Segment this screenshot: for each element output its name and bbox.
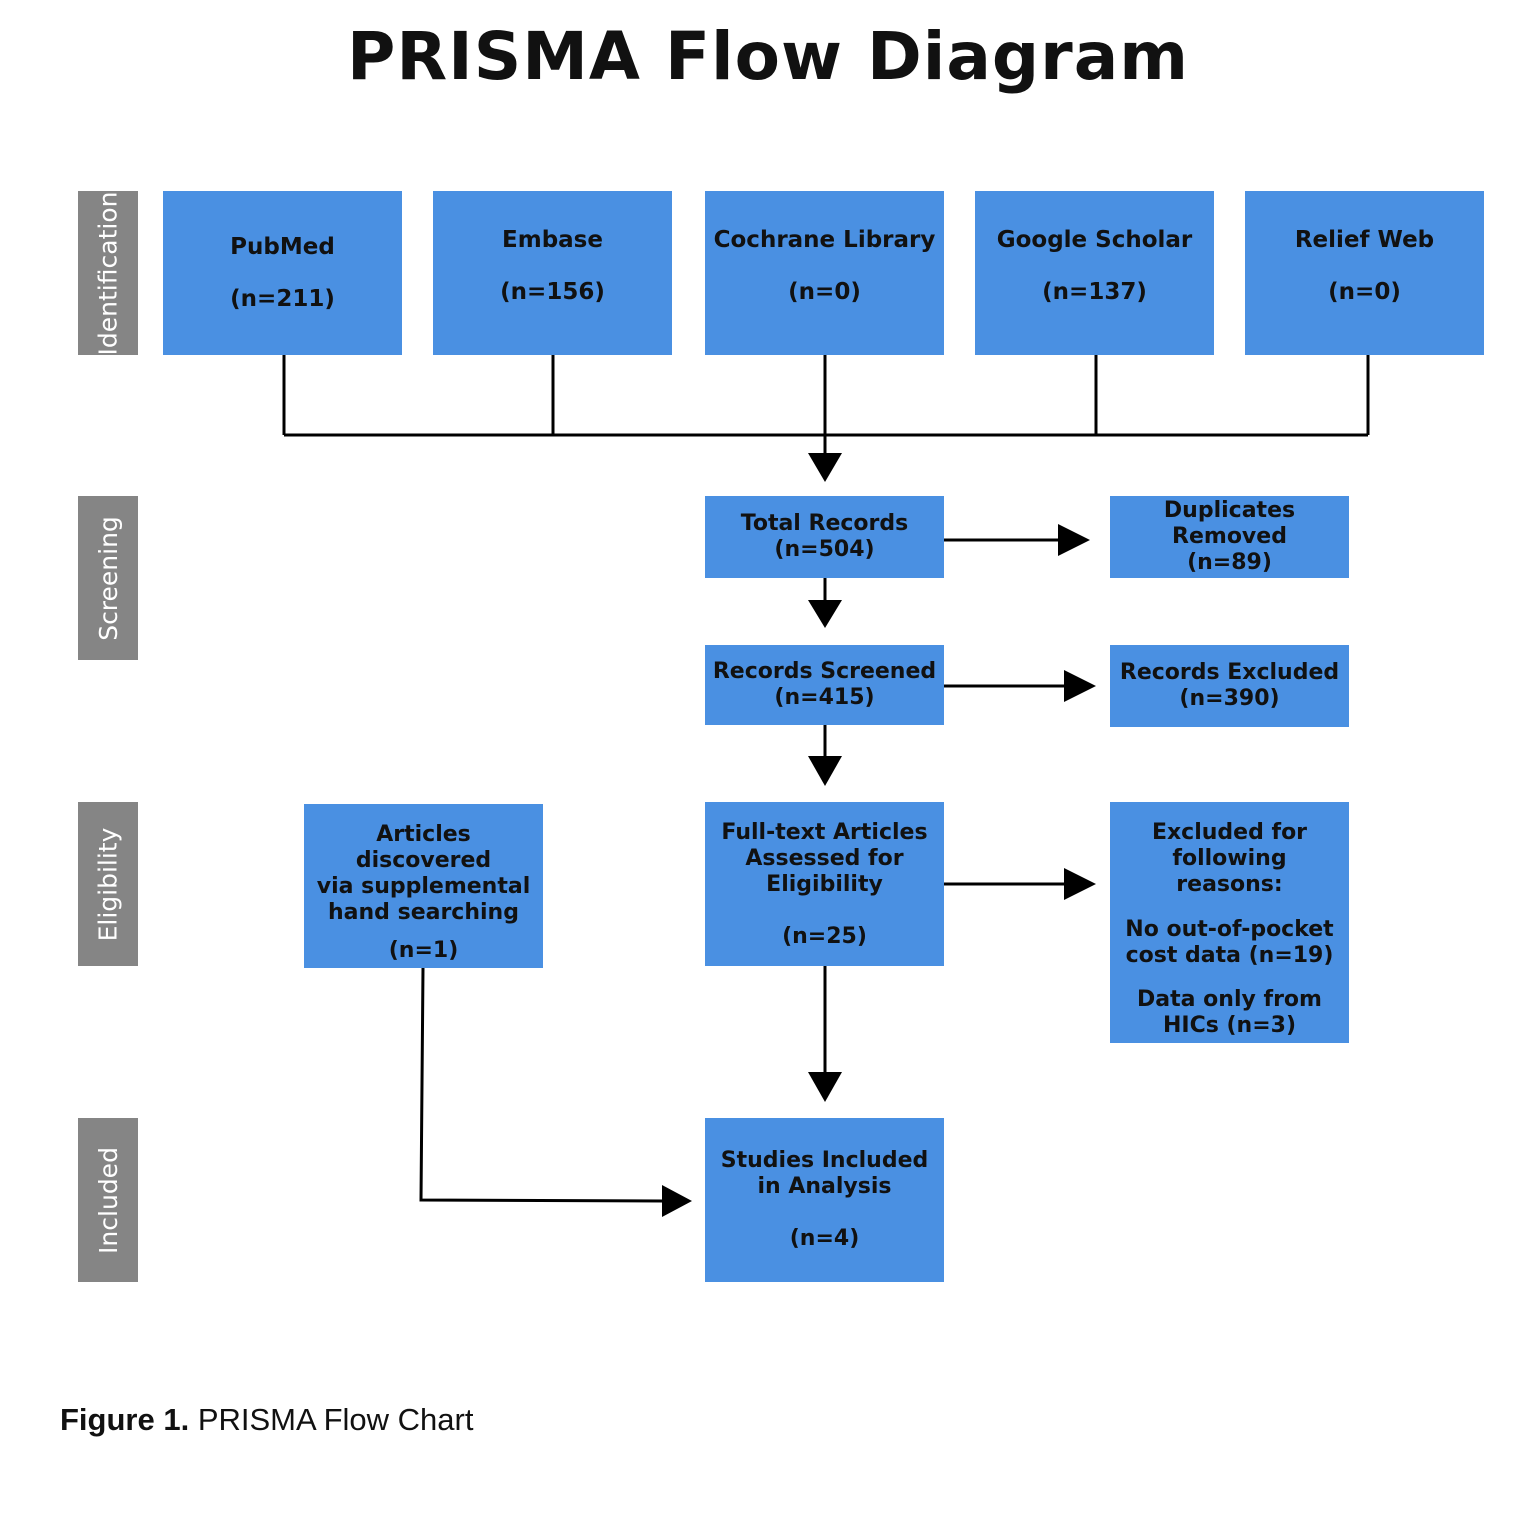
source-name: Google Scholar (996, 227, 1193, 253)
supplemental-count: (n=1) (388, 938, 459, 963)
source-name: PubMed (230, 234, 335, 260)
records-screened-count: (n=415) (774, 685, 875, 710)
source-box-cochrane-library: Cochrane Library (n=0) (705, 191, 944, 355)
reason1-line2: cost data (n=19) (1125, 942, 1334, 968)
full-text-assessed-box: Full-text Articles Assessed for Eligibil… (705, 802, 944, 966)
included-line1: Studies Included (720, 1148, 929, 1173)
full-text-line2: Assessed for (745, 846, 904, 871)
source-count: (n=137) (1042, 279, 1147, 305)
reason1-line1: No out-of-pocket (1125, 916, 1334, 942)
source-name: Embase (502, 227, 603, 253)
source-box-google-scholar: Google Scholar (n=137) (975, 191, 1214, 355)
included-count: (n=4) (789, 1226, 860, 1251)
duplicates-label-line1: Duplicates (1163, 498, 1296, 523)
records-screened-label: Records Screened (712, 659, 937, 684)
studies-included-box: Studies Included in Analysis (n=4) (705, 1118, 944, 1282)
stage-eligibility: Eligibility (78, 802, 138, 966)
arrowhead (662, 1185, 692, 1217)
source-count: (n=211) (230, 286, 335, 312)
records-excluded-count: (n=390) (1179, 686, 1280, 711)
records-excluded-label: Records Excluded (1119, 660, 1340, 685)
source-box-pubmed: PubMed (n=211) (163, 191, 402, 355)
supplemental-line2: via supplemental (316, 874, 531, 899)
arrowhead (1058, 524, 1090, 556)
caption-text: PRISMA Flow Chart (189, 1402, 474, 1437)
arrowhead (1064, 670, 1096, 702)
stage-identification: Identification (78, 191, 138, 355)
source-box-embase: Embase (n=156) (433, 191, 672, 355)
source-box-relief-web: Relief Web (n=0) (1245, 191, 1484, 355)
arrowhead (1064, 868, 1096, 900)
total-records-label: Total Records (740, 511, 909, 536)
duplicates-label-line2: Removed (1172, 524, 1287, 549)
supplemental-line1: Articles discovered (355, 822, 492, 873)
source-count: (n=156) (500, 279, 605, 305)
included-line2: in Analysis (757, 1174, 892, 1199)
supplemental-search-box: Articles discovered via supplemental han… (304, 804, 543, 968)
stage-screening: Screening (78, 496, 138, 660)
arrowhead (808, 1072, 842, 1102)
stage-included: Included (78, 1118, 138, 1282)
connector-line (419, 967, 665, 1203)
caption-label: Figure 1. (60, 1402, 190, 1437)
arrowhead (808, 453, 842, 482)
duplicates-count: (n=89) (1187, 550, 1272, 575)
full-text-line1: Full-text Articles (721, 820, 928, 845)
excluded-reasons-box: Excluded for following reasons: No out-o… (1110, 802, 1349, 1043)
full-text-line3: Eligibility (766, 872, 883, 897)
full-text-count: (n=25) (782, 924, 867, 949)
records-screened-box: Records Screened (n=415) (705, 645, 944, 725)
duplicates-removed-box: Duplicates Removed (n=89) (1110, 496, 1349, 578)
records-excluded-box: Records Excluded (n=390) (1110, 645, 1349, 727)
source-name: Cochrane Library (713, 227, 936, 253)
excluded-reasons-line2: following reasons: (1172, 846, 1287, 897)
source-name: Relief Web (1294, 227, 1435, 253)
reason2-line2: HICs (n=3) (1162, 1013, 1296, 1038)
arrowhead (808, 756, 842, 786)
source-count: (n=0) (1328, 279, 1401, 305)
figure-caption: Figure 1. PRISMA Flow Chart (60, 1402, 473, 1438)
source-count: (n=0) (788, 279, 861, 305)
supplemental-line3: hand searching (328, 900, 519, 925)
excluded-reasons-line1: Excluded for (1151, 820, 1308, 845)
reason2-line1: Data only from (1137, 987, 1322, 1012)
total-records-box: Total Records (n=504) (705, 496, 944, 578)
arrowhead (808, 600, 842, 628)
total-records-count: (n=504) (774, 537, 875, 562)
diagram-title: PRISMA Flow Diagram (346, 18, 1190, 95)
